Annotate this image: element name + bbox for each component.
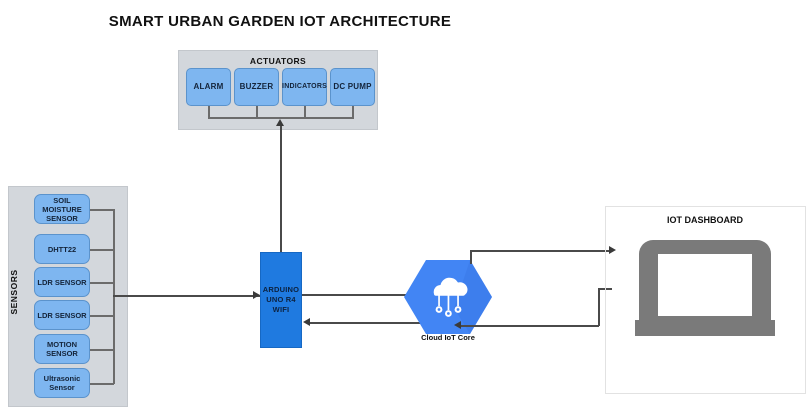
cloud-iot-core-icon [404, 260, 492, 334]
actuator-stub-dc-pump [352, 106, 354, 118]
dashboard-label: IOT DASHBOARD [667, 215, 743, 225]
sensor-stub-ldr-1 [90, 282, 114, 284]
actuator-bus-rail [208, 117, 354, 119]
actuators-group-label: ACTUATORS [249, 56, 307, 66]
actuator-node-alarm[interactable]: ALARM [186, 68, 231, 106]
cloud-to-dashboard-arrowhead [609, 246, 616, 254]
sensors-to-controller-line [113, 295, 260, 297]
cloud-iot-core-node[interactable] [404, 258, 492, 336]
actuator-node-indicators[interactable]: INDICATORS [282, 68, 327, 106]
sensor-stub-soil-moisture [90, 209, 114, 211]
laptop-icon [635, 240, 775, 336]
dashboard-to-cloud-line [460, 325, 599, 327]
sensor-stub-dhtt22 [90, 249, 114, 251]
dashboard-to-cloud-riser [598, 288, 600, 326]
controller-to-cloud-line [302, 294, 416, 296]
sensor-stub-ultrasonic [90, 383, 114, 385]
controller-to-actuators-arrowhead [276, 119, 284, 126]
actuator-stub-alarm [208, 106, 210, 118]
actuator-node-dc-pump[interactable]: DC PUMP [330, 68, 375, 106]
sensor-stub-motion [90, 349, 114, 351]
cloud-to-dashboard-line [470, 250, 612, 252]
sensor-node-ldr-1[interactable]: LDR SENSOR [34, 267, 90, 297]
sensors-to-controller-arrowhead [253, 291, 260, 299]
sensor-stub-ldr-2 [90, 315, 114, 317]
page-title: SMART URBAN GARDEN IOT ARCHITECTURE [108, 13, 452, 30]
sensors-group-label: SENSORS [9, 269, 19, 315]
cloud-to-controller-arrowhead [303, 318, 310, 326]
actuator-stub-buzzer [256, 106, 258, 118]
sensor-node-motion[interactable]: MOTION SENSOR [34, 334, 90, 364]
cloud-to-dashboard-riser [470, 250, 472, 264]
controller-to-actuators-line [280, 126, 282, 254]
sensor-node-soil-moisture[interactable]: SOIL MOISTURE SENSOR [34, 194, 90, 224]
actuator-node-buzzer[interactable]: BUZZER [234, 68, 279, 106]
sensor-node-ultrasonic[interactable]: Ultrasonic Sensor [34, 368, 90, 398]
sensor-node-dhtt22[interactable]: DHTT22 [34, 234, 90, 264]
actuator-stub-indicators [304, 106, 306, 118]
dashboard-to-cloud-arrowhead [454, 321, 461, 329]
sensor-node-ldr-2[interactable]: LDR SENSOR [34, 300, 90, 330]
cloud-node-label: Cloud IoT Core [421, 333, 475, 342]
cloud-to-controller-line [309, 322, 441, 324]
controller-node-arduino[interactable]: ARDUINO UNO R4 WIFI [260, 252, 302, 348]
dashboard-node[interactable] [625, 228, 785, 343]
